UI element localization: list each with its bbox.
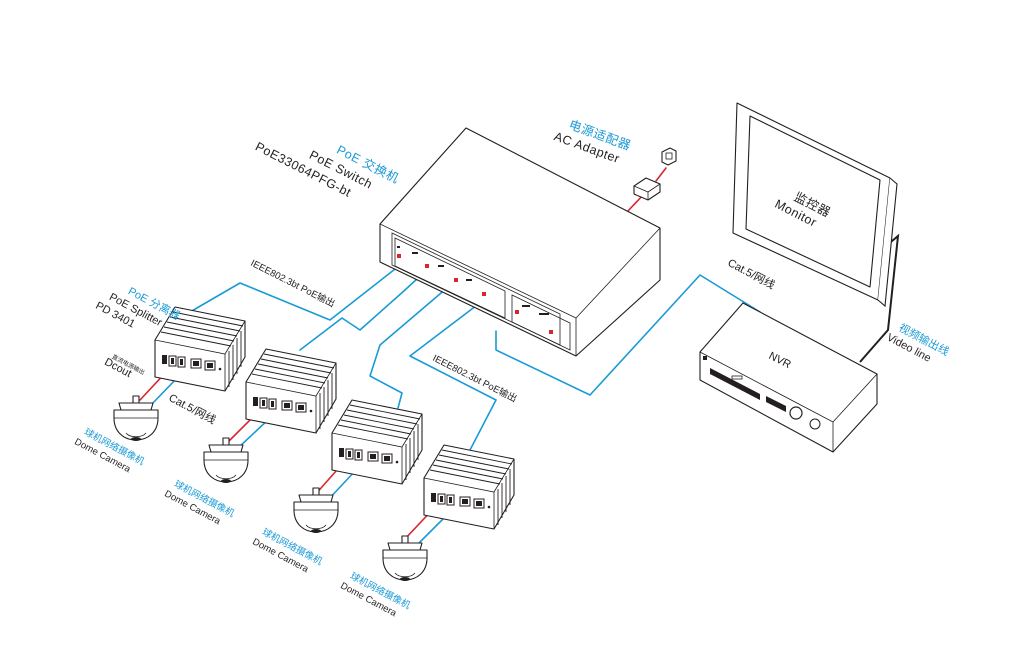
poe-switch — [379, 127, 661, 357]
poe-cable-1 — [189, 261, 405, 321]
dome-camera-3 — [293, 487, 339, 534]
camera-label-2: 球机网络摄像机 Dome Camera — [162, 478, 236, 528]
dome-camera-1 — [113, 395, 159, 442]
camera-data-cable-4 — [414, 513, 449, 548]
ac-adapter — [633, 147, 677, 201]
switch-labels: PoE 交换机 PoE Switch PoE33064PFG-bt — [253, 139, 402, 199]
poe-cable-2 — [299, 265, 432, 351]
camera-cable-label: Cat.5/网线 — [167, 390, 219, 426]
poe-splitter-2 — [245, 348, 337, 434]
poe-cable-3 — [369, 275, 462, 409]
dc-out-labels: 直流电源输出 Dcout — [102, 353, 146, 381]
uplink-cable — [495, 274, 761, 396]
adapter-labels: 电源适配器 AC Adapter — [552, 118, 633, 166]
nvr — [699, 302, 878, 453]
poe-splitter-3 — [331, 399, 423, 485]
video-line-labels: 视频输出线 Video line — [885, 320, 952, 364]
uplink-cable-label: Cat.5/网线 — [726, 255, 778, 291]
dome-camera-4 — [382, 535, 428, 582]
poe-output-label-2: IEEE802.3bt PoE输出 — [431, 352, 519, 405]
poe-splitter-1 — [154, 306, 246, 392]
dome-camera-2 — [203, 437, 249, 484]
poe-output-label-1: IEEE802.3bt PoE输出 — [249, 257, 337, 310]
poe-splitter-4 — [423, 444, 515, 530]
wall-socket-icon — [661, 147, 677, 166]
adapter-mains-cable — [655, 167, 667, 182]
monitor — [732, 102, 898, 308]
poe-cable-4 — [409, 295, 497, 451]
